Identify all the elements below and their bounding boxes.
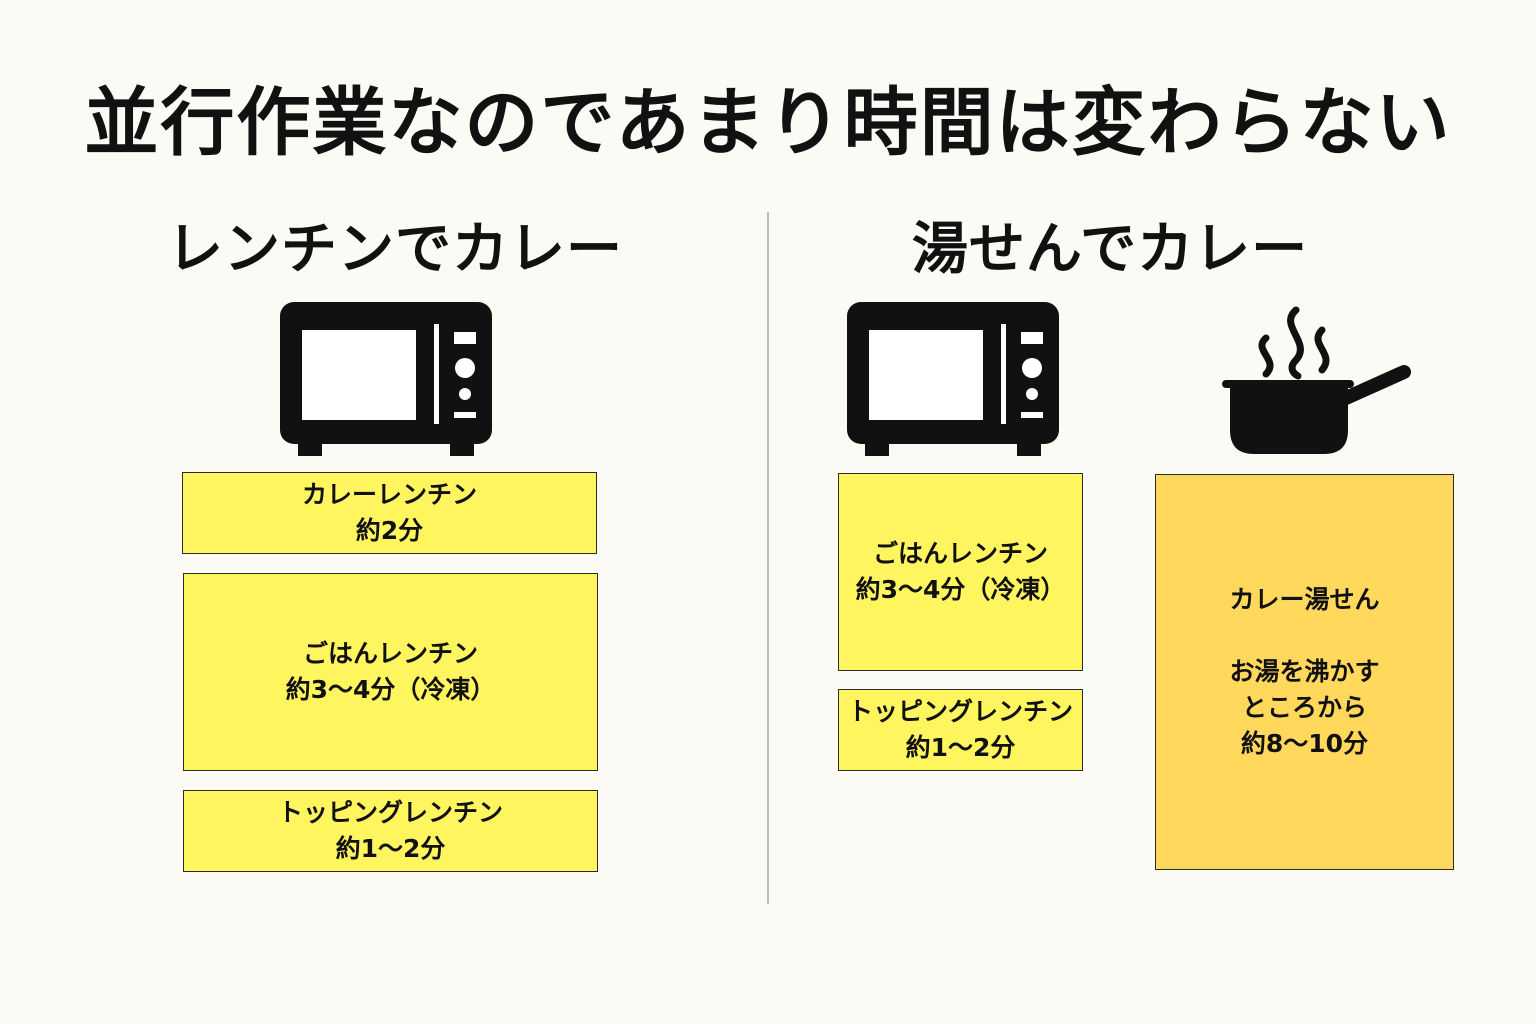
step-rice-microwave: ごはんレンチン 約3～4分（冷凍）: [183, 573, 598, 771]
step-topping-microwave: トッピングレンチン 約1～2分: [183, 790, 598, 872]
step-label: ごはんレンチン: [872, 539, 1048, 568]
step-duration: 約1～2分: [335, 834, 446, 863]
step-duration: 約1～2分: [905, 733, 1016, 762]
step-label: トッピングレンチン: [277, 798, 503, 827]
step-label: カレーレンチン: [301, 480, 477, 509]
microwave-icon: [280, 302, 492, 456]
step-rice-microwave-right: ごはんレンチン 約3～4分（冷凍）: [838, 473, 1083, 671]
step-duration: 約3～4分（冷凍）: [285, 675, 496, 704]
step-duration: 約3～4分（冷凍）: [855, 575, 1066, 604]
step-label: トッピングレンチン: [847, 697, 1073, 726]
step-topping-microwave-right: トッピングレンチン 約1～2分: [838, 689, 1083, 771]
page-title: 並行作業なのであまり時間は変わらない: [84, 80, 1452, 166]
pot-icon: [1222, 306, 1411, 454]
step-label: ごはんレンチン: [302, 639, 478, 668]
right-section-title: 湯せんでカレー: [911, 217, 1309, 282]
column-divider: [767, 212, 769, 904]
step-duration: 約8～10分: [1240, 729, 1369, 758]
step-curry-hot-water: カレー湯せん お湯を沸かす ところから 約8～10分: [1155, 474, 1454, 870]
left-section-title: レンチンでカレー: [167, 217, 623, 282]
step-detail: お湯を沸かす: [1229, 657, 1380, 686]
step-curry-microwave: カレーレンチン 約2分: [182, 472, 597, 554]
step-duration: 約2分: [355, 516, 424, 545]
step-spacer: [1229, 618, 1379, 654]
step-label: カレー湯せん: [1229, 585, 1380, 614]
microwave-icon: [847, 302, 1059, 456]
step-detail: ところから: [1241, 693, 1367, 722]
